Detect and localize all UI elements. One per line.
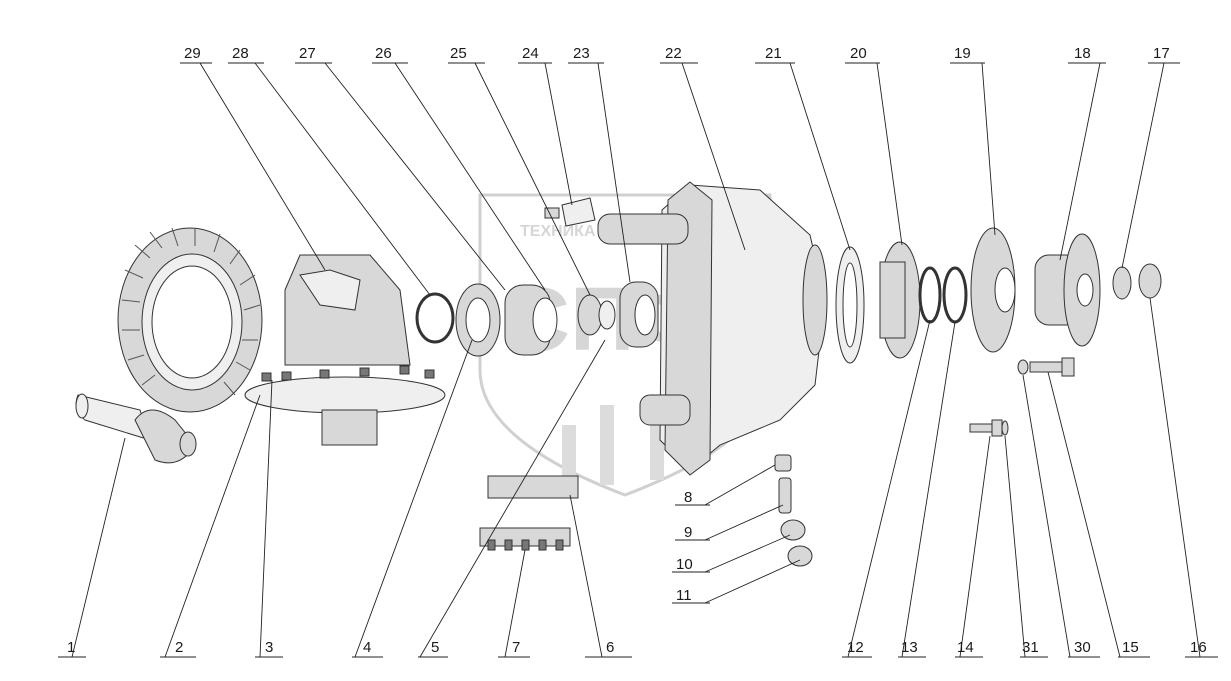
part-bearing-cup (455, 283, 501, 357)
callout-1: 1 (67, 639, 75, 656)
part-hub-flange (1034, 233, 1101, 347)
callout-5: 5 (431, 639, 439, 656)
callout-14: 14 (957, 639, 974, 656)
part-bearing (504, 284, 558, 356)
callout-30: 30 (1074, 639, 1091, 656)
part-oil-seal-b (942, 266, 968, 324)
callout-20: 20 (850, 45, 867, 62)
part-companion-flange (970, 227, 1016, 353)
part-screw-washer (1001, 420, 1009, 436)
callout-labels: 1 2 3 4 5 7 6 8 9 10 11 12 13 14 31 30 1… (67, 45, 1207, 656)
part-screw (969, 419, 1003, 437)
callout-8: 8 (684, 489, 692, 506)
callout-24: 24 (522, 45, 539, 62)
part-lock-washer (1112, 266, 1132, 300)
part-shim-bar (487, 475, 579, 499)
callout-13: 13 (901, 639, 918, 656)
callout-21: 21 (765, 45, 782, 62)
callout-4: 4 (363, 639, 371, 656)
part-nut (787, 545, 813, 567)
callout-25: 25 (450, 45, 467, 62)
callout-6: 6 (606, 639, 614, 656)
part-ring-gear (117, 227, 263, 413)
callout-16: 16 (1190, 639, 1207, 656)
callout-28: 28 (232, 45, 249, 62)
part-bracket-bolt (544, 197, 596, 227)
part-drive-pinion (75, 393, 197, 464)
part-axle-housing (597, 181, 828, 476)
part-spring (778, 477, 792, 514)
part-flange-nut (1138, 263, 1162, 299)
callout-18: 18 (1074, 45, 1091, 62)
callout-26: 26 (375, 45, 392, 62)
part-hex-bolt (1029, 357, 1075, 377)
part-fastener-strip (479, 527, 571, 551)
callout-2: 2 (175, 639, 183, 656)
part-cover (879, 241, 921, 359)
part-differential-case (244, 254, 446, 446)
part-gasket (835, 246, 865, 364)
part-small-washer (1017, 359, 1029, 375)
part-spacer-ring (577, 294, 603, 336)
callout-15: 15 (1122, 639, 1139, 656)
callout-7: 7 (512, 639, 520, 656)
part-oil-seal-a (918, 266, 942, 324)
callout-17: 17 (1153, 45, 1170, 62)
callout-12: 12 (847, 639, 864, 656)
callout-27: 27 (299, 45, 316, 62)
callout-23: 23 (573, 45, 590, 62)
callout-31: 31 (1022, 639, 1039, 656)
part-pinion-bearing (619, 281, 659, 348)
callout-29: 29 (184, 45, 201, 62)
callout-22: 22 (665, 45, 682, 62)
callout-10: 10 (676, 556, 693, 573)
leader-lines (58, 62, 1218, 658)
callout-19: 19 (954, 45, 971, 62)
part-snap-ring (415, 292, 455, 344)
callout-11: 11 (676, 587, 692, 604)
part-washer (598, 300, 616, 330)
callout-3: 3 (265, 639, 273, 656)
part-plug (774, 454, 792, 472)
callout-9: 9 (684, 524, 692, 541)
part-star-washer (780, 519, 806, 541)
